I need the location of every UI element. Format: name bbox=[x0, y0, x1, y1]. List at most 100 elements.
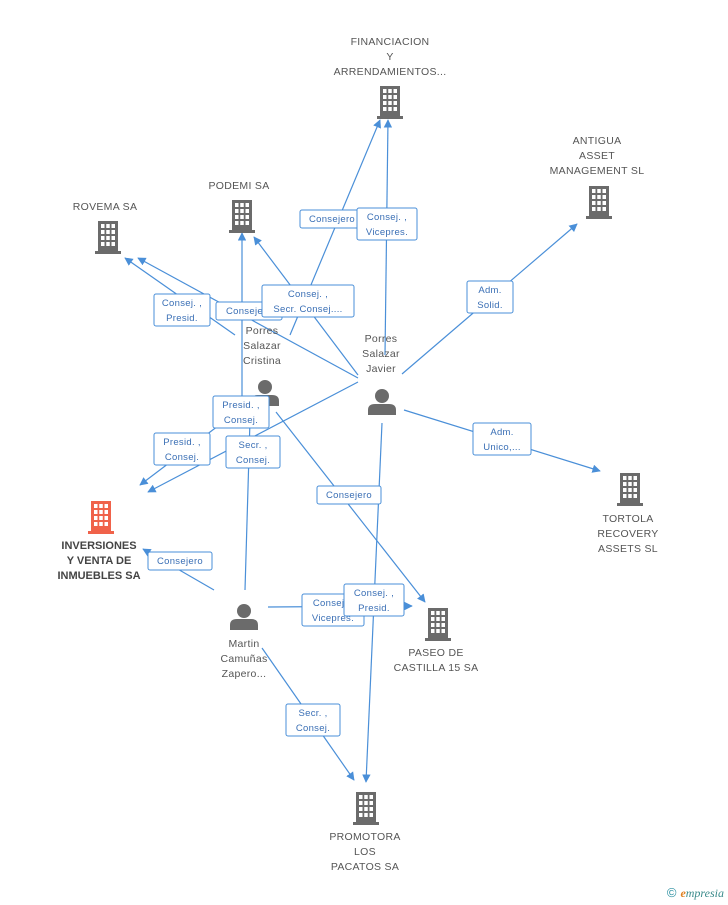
edge-label-box bbox=[147, 551, 213, 571]
nodes-layer: FINANCIACION Y ARRENDAMIENTOS... ANTIGUA ASS… bbox=[57, 36, 658, 873]
edge-label-e1[interactable]: Consejero bbox=[299, 209, 365, 229]
node-label-line: PASEO DE bbox=[408, 647, 463, 659]
building-icon bbox=[229, 200, 255, 233]
node-label-line: INVERSIONES bbox=[61, 540, 136, 552]
edge-label-text: Consej. bbox=[224, 415, 258, 426]
company-node-rovema[interactable]: ROVEMA SA bbox=[73, 201, 138, 254]
node-label-line: CASTILLA 15 SA bbox=[394, 662, 479, 674]
node-label-line: PROMOTORA bbox=[329, 831, 400, 843]
node-label-line: MANAGEMENT SL bbox=[550, 165, 645, 177]
building-icon bbox=[617, 473, 643, 506]
edge-label-e5[interactable]: Consej. , Secr. Consej.... bbox=[261, 284, 355, 318]
node-label-line: ROVEMA SA bbox=[73, 201, 138, 213]
node-label-line: RECOVERY bbox=[597, 528, 658, 540]
edge-label-text: Consejero bbox=[326, 490, 372, 501]
node-label-line: Zapero... bbox=[222, 668, 267, 680]
node-label-line: Porres bbox=[365, 333, 398, 345]
person-icon bbox=[368, 389, 396, 415]
edge-label-e10[interactable]: Adm. Unico,... bbox=[472, 422, 532, 456]
edge-label-text: Consej. , bbox=[367, 212, 407, 223]
edge-label-box bbox=[316, 485, 382, 505]
edge-label-e7[interactable]: Presid. , Consej. bbox=[212, 395, 270, 429]
edge-label-box bbox=[212, 395, 270, 429]
edge-label-text: Consejero bbox=[309, 214, 355, 225]
person-node-martin[interactable]: MartinCamuñasZapero... bbox=[220, 604, 267, 680]
edge-label-box bbox=[285, 703, 341, 737]
company-node-financiacion[interactable]: FINANCIACION Y ARRENDAMIENTOS... bbox=[334, 36, 447, 119]
node-label-line: ARRENDAMIENTOS... bbox=[334, 66, 447, 78]
company-node-antigua[interactable]: ANTIGUA ASSET MANAGEMENT SL bbox=[550, 135, 645, 219]
edge-label-text: Adm. bbox=[478, 285, 501, 296]
brand-initial: e bbox=[680, 886, 686, 900]
edge-label-text: Presid. , bbox=[163, 437, 201, 448]
edge-label-box bbox=[356, 207, 418, 241]
edge-label-text: Consej. , bbox=[162, 298, 202, 309]
edge-label-text: Consej. , bbox=[288, 289, 328, 300]
edge-line bbox=[275, 411, 426, 603]
edge-label-e12[interactable]: Consejero bbox=[147, 551, 213, 571]
edge-label-text: Consej. , bbox=[313, 598, 353, 609]
company-node-promotora[interactable]: PROMOTORA LOS PACATOS SA bbox=[329, 792, 400, 873]
edge-label-text: Presid. , bbox=[222, 400, 260, 411]
node-label-line: ASSET bbox=[579, 150, 615, 162]
node-label-line: Cristina bbox=[243, 355, 281, 367]
node-label-line: FINANCIACION bbox=[351, 36, 430, 48]
edge-label-e14[interactable]: Consej. ,Presid. bbox=[343, 583, 405, 617]
edge-label-text: Consej. bbox=[165, 452, 199, 463]
node-label-line: Y VENTA DE bbox=[67, 555, 132, 567]
empresia-logo: ©empresia bbox=[667, 885, 724, 901]
company-node-podemi[interactable]: PODEMI SA bbox=[208, 180, 269, 233]
edge-label-text: Vicepres. bbox=[312, 613, 354, 624]
edge-label-text: Unico,... bbox=[483, 442, 521, 453]
node-label-line: LOS bbox=[354, 846, 376, 858]
edge-label-text: Consej. bbox=[236, 455, 270, 466]
edge-label-box bbox=[225, 435, 281, 469]
edge-label-e8[interactable]: Presid. , Consej. bbox=[153, 432, 211, 466]
edge-label-box bbox=[466, 280, 514, 314]
edge-label-box bbox=[153, 293, 211, 327]
edge-label-e15[interactable]: Secr. ,Consej. bbox=[285, 703, 341, 737]
edge-label-text: Presid. bbox=[166, 313, 198, 324]
edge-label-e2[interactable]: Consej. , Vicepres. bbox=[356, 207, 418, 241]
node-label-line: Salazar bbox=[243, 340, 281, 352]
edge-label-e3[interactable]: Consej. , Presid. bbox=[153, 293, 211, 327]
node-label-line: Y bbox=[386, 51, 393, 63]
node-label-line: Martin bbox=[229, 638, 260, 650]
edge-label-box bbox=[261, 284, 355, 318]
edge-label-e6[interactable]: Adm. Solid. bbox=[466, 280, 514, 314]
brand-name: mpresia bbox=[685, 886, 724, 900]
copyright-symbol: © bbox=[666, 885, 677, 900]
edge-label-text: Secr. , bbox=[238, 440, 267, 451]
node-label-line: PODEMI SA bbox=[208, 180, 269, 192]
edge-label-text: Adm. bbox=[490, 427, 513, 438]
edge-label-box bbox=[153, 432, 211, 466]
company-node-paseo[interactable]: PASEO DE CASTILLA 15 SA bbox=[394, 608, 479, 674]
node-label-line: Camuñas bbox=[220, 653, 267, 665]
edge-label-text: Vicepres. bbox=[366, 227, 408, 238]
node-label-line: ANTIGUA bbox=[573, 135, 622, 147]
building-icon bbox=[353, 792, 379, 825]
edge-label-text: Secr. Consej.... bbox=[273, 304, 342, 315]
company-node-tortola[interactable]: TORTOLA RECOVERY ASSETS SL bbox=[597, 473, 658, 555]
node-label-line: ASSETS SL bbox=[598, 543, 658, 555]
edge-label-text: Secr. , bbox=[298, 708, 327, 719]
edge-label-e11[interactable]: Consejero bbox=[316, 485, 382, 505]
edge-label-text: Consejero bbox=[157, 556, 203, 567]
node-label-line: Javier bbox=[366, 363, 396, 375]
building-icon bbox=[586, 186, 612, 219]
edge-label-e9[interactable]: Secr. , Consej. bbox=[225, 435, 281, 469]
edge-label-text: Consejero bbox=[226, 306, 272, 317]
building-icon bbox=[425, 608, 451, 641]
building-icon bbox=[88, 501, 114, 534]
edge-label-box bbox=[343, 583, 405, 617]
node-label-line: TORTOLA bbox=[602, 513, 653, 525]
edge-label-text: Solid. bbox=[477, 300, 503, 311]
person-icon bbox=[230, 604, 258, 630]
node-label-line: Salazar bbox=[362, 348, 400, 360]
node-label-line: PACATOS SA bbox=[331, 861, 399, 873]
